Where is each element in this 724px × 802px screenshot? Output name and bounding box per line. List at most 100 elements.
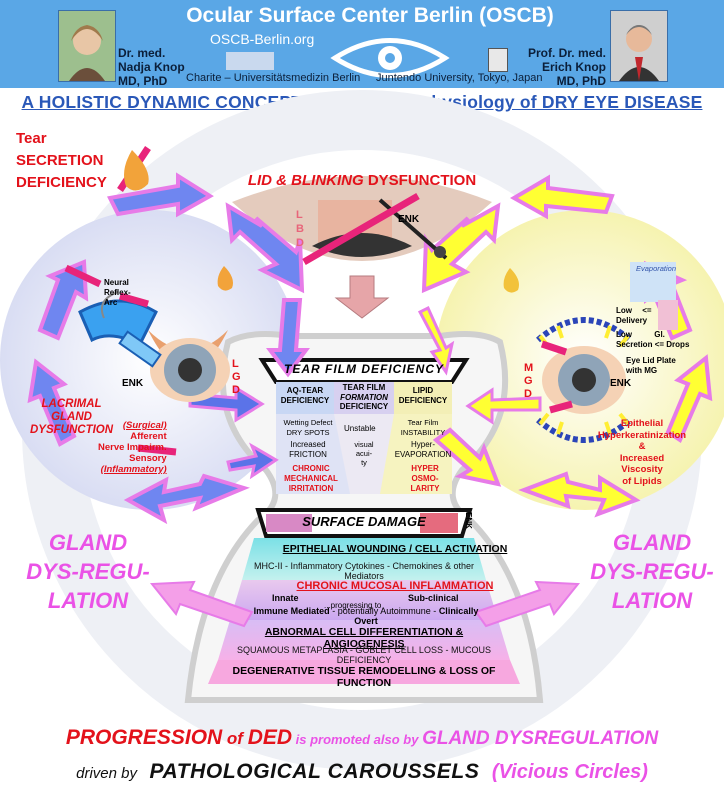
- gl-text: Gl.: [654, 330, 665, 339]
- lid-title-part2: DYSFUNCTION: [363, 172, 477, 189]
- lid-enk: ENK: [398, 214, 420, 225]
- tear-film-instability: Tear Film INSTABILITY: [394, 418, 452, 437]
- eye-logo: [330, 38, 450, 78]
- visual-line1: visual: [354, 440, 374, 449]
- clinically-overt-text: Clinically Overt: [354, 606, 479, 626]
- gland-left-line3: LATION: [47, 588, 129, 613]
- epi-line6: of Lipids: [622, 475, 662, 487]
- progressing-text: ...progressing to: [324, 601, 382, 610]
- right-enk: ENK: [610, 378, 632, 389]
- lbd-b: B: [296, 223, 304, 235]
- neural-line3: Arc: [104, 298, 118, 307]
- small-logo-images: [226, 52, 274, 70]
- right-to-center-arrows: [417, 305, 542, 425]
- wetting-line1: Wetting Defect: [283, 418, 333, 427]
- neural-reflex-loop: [100, 291, 119, 319]
- left-portrait: [58, 10, 116, 82]
- university-seal: [488, 48, 508, 72]
- low-delivery-label: Low <= Delivery: [616, 306, 652, 326]
- lgd-label: L G D: [232, 358, 241, 397]
- low-secretion-label: Low Gl. Secretion <= Drops: [616, 330, 689, 350]
- epithelial-hyperkeratinization-label: Epithelial Hyperkeratinization & Increas…: [586, 418, 698, 487]
- neural-reflex-arc-label: Neural Reflex- Arc: [104, 278, 131, 308]
- visual-line3: ty: [361, 458, 367, 467]
- mhc-mediators: MHC-II - Inflammatory Cytokines - Chemok…: [253, 561, 475, 581]
- gland-right-line1: GLAND: [612, 530, 692, 555]
- right-eye-drawing: [536, 262, 678, 443]
- lacrimal-line1: LACRIMAL: [41, 398, 102, 410]
- footer-line2: driven by PATHOLOGICAL CAROUSSELS (Vicio…: [0, 760, 724, 784]
- gland-right-line3: LATION: [611, 588, 693, 613]
- right-person: Prof. Dr. med. Erich Knop MD, PhD: [510, 46, 606, 88]
- left-enk: ENK: [122, 378, 144, 389]
- ded-text: DED: [247, 726, 293, 749]
- tff-line1: TEAR FILM: [342, 383, 386, 392]
- eyelid-line1: Eye Lid Plate: [626, 356, 676, 365]
- left-person-degree: MD, PhD: [118, 74, 168, 88]
- instab-line2: INSTABILITY: [400, 427, 446, 437]
- tear-secretion-line1: Tear: [16, 130, 47, 147]
- mgd-label: M G D: [524, 362, 533, 401]
- chronic-mech-line2: MECHANICAL: [284, 474, 338, 483]
- hyper-osm-line1: HYPER: [411, 464, 439, 473]
- eyelid-plate-label: Eye Lid Plate with MG: [626, 356, 676, 376]
- chronic-mucosal-inflammation: CHRONIC MUCOSAL INFLAMMATION: [296, 580, 494, 592]
- surface-damage-title: SURFACE DAMAGE: [302, 514, 426, 529]
- epi-line2: Hyperkeratinization: [597, 429, 687, 441]
- lgd-g: G: [232, 371, 241, 383]
- immune-mediated-text: Immune Mediated: [253, 606, 330, 616]
- hyper-evap-line1: Hyper-: [410, 440, 435, 449]
- aq-line1: AQ-TEAR: [286, 386, 324, 395]
- degenerative-remodelling: DEGENERATIVE TISSUE REMODELLING & LOSS O…: [232, 665, 496, 689]
- mgd-g: G: [524, 375, 533, 387]
- secretion-text: Secretion: [616, 340, 653, 349]
- afferent-text: Afferent: [130, 431, 167, 442]
- unstable-text: Unstable: [344, 424, 376, 433]
- sensory-text: Sensory: [129, 453, 167, 464]
- lbd-label: L B D: [296, 208, 304, 250]
- lid-eye-drawing: [312, 198, 448, 260]
- right-affiliation: Juntendo University, Tokyo, Japan: [376, 72, 543, 84]
- tear-drop-icon: [124, 150, 149, 191]
- potentially-autoimmune-text: potentially Autoimmune: [337, 606, 431, 616]
- abnormal-differentiation: ABNORMAL CELL DIFFERENTIATION & ANGIOGEN…: [264, 626, 464, 650]
- left-eye-drawing: [78, 299, 230, 402]
- lipid-line2: DEFICIENCY: [398, 396, 448, 405]
- arrow-text-2: <=: [654, 340, 665, 349]
- lid-down-arrow: [334, 275, 390, 319]
- dash-1: -: [332, 606, 336, 616]
- right-portrait: [610, 10, 668, 82]
- evaporation-label: Evaporation: [636, 264, 677, 273]
- gland-left-line1: GLAND: [48, 530, 128, 555]
- instab-line1: Tear Film: [407, 418, 439, 427]
- mgd-m: M: [524, 362, 534, 374]
- gland-dysregulation-left: GLAND DYS-REGU- LATION: [18, 528, 158, 615]
- inflammatory-text: (Inflammatory): [100, 464, 167, 475]
- lbd-d: D: [296, 237, 304, 249]
- low-text-2: Low: [616, 330, 632, 339]
- left-person-name: Nadja Knop: [118, 60, 185, 74]
- left-carousel-arrows: [27, 172, 310, 525]
- right-person-title: Prof. Dr. med.: [527, 46, 606, 60]
- driven-by-text: driven by: [76, 765, 137, 782]
- surface-enk: ENK: [464, 512, 473, 529]
- tear-secretion-label: Tear SECRETION DEFICIENCY: [16, 128, 107, 194]
- lgd-d: D: [232, 384, 240, 396]
- aq-tear-deficiency: AQ-TEAR DEFICIENCY: [276, 386, 334, 406]
- hyper-evap-line2: EVAPORATION: [394, 450, 452, 459]
- visual-acuity: visual acui- ty: [350, 440, 378, 467]
- aq-line2: DEFICIENCY: [280, 396, 330, 405]
- gland-dysregulation-right: GLAND DYS-REGU- LATION: [582, 528, 722, 615]
- hyper-osm-line2: OSMO-: [411, 474, 439, 483]
- hyper-evaporation: Hyper- EVAPORATION: [394, 440, 452, 460]
- visual-line2: acui-: [355, 449, 373, 458]
- friction-text: FRICTION: [289, 450, 327, 459]
- lbd-l: L: [296, 209, 303, 221]
- gland-right-line2: DYS-REGU-: [590, 559, 714, 584]
- hyperosmolarity: HYPER OSMO- LARITY: [398, 464, 452, 494]
- delivery-text: Delivery: [616, 316, 648, 325]
- neural-line2: Reflex-: [104, 288, 131, 297]
- eyelid-line2: with MG: [626, 366, 658, 375]
- hyper-osm-line3: LARITY: [410, 484, 440, 493]
